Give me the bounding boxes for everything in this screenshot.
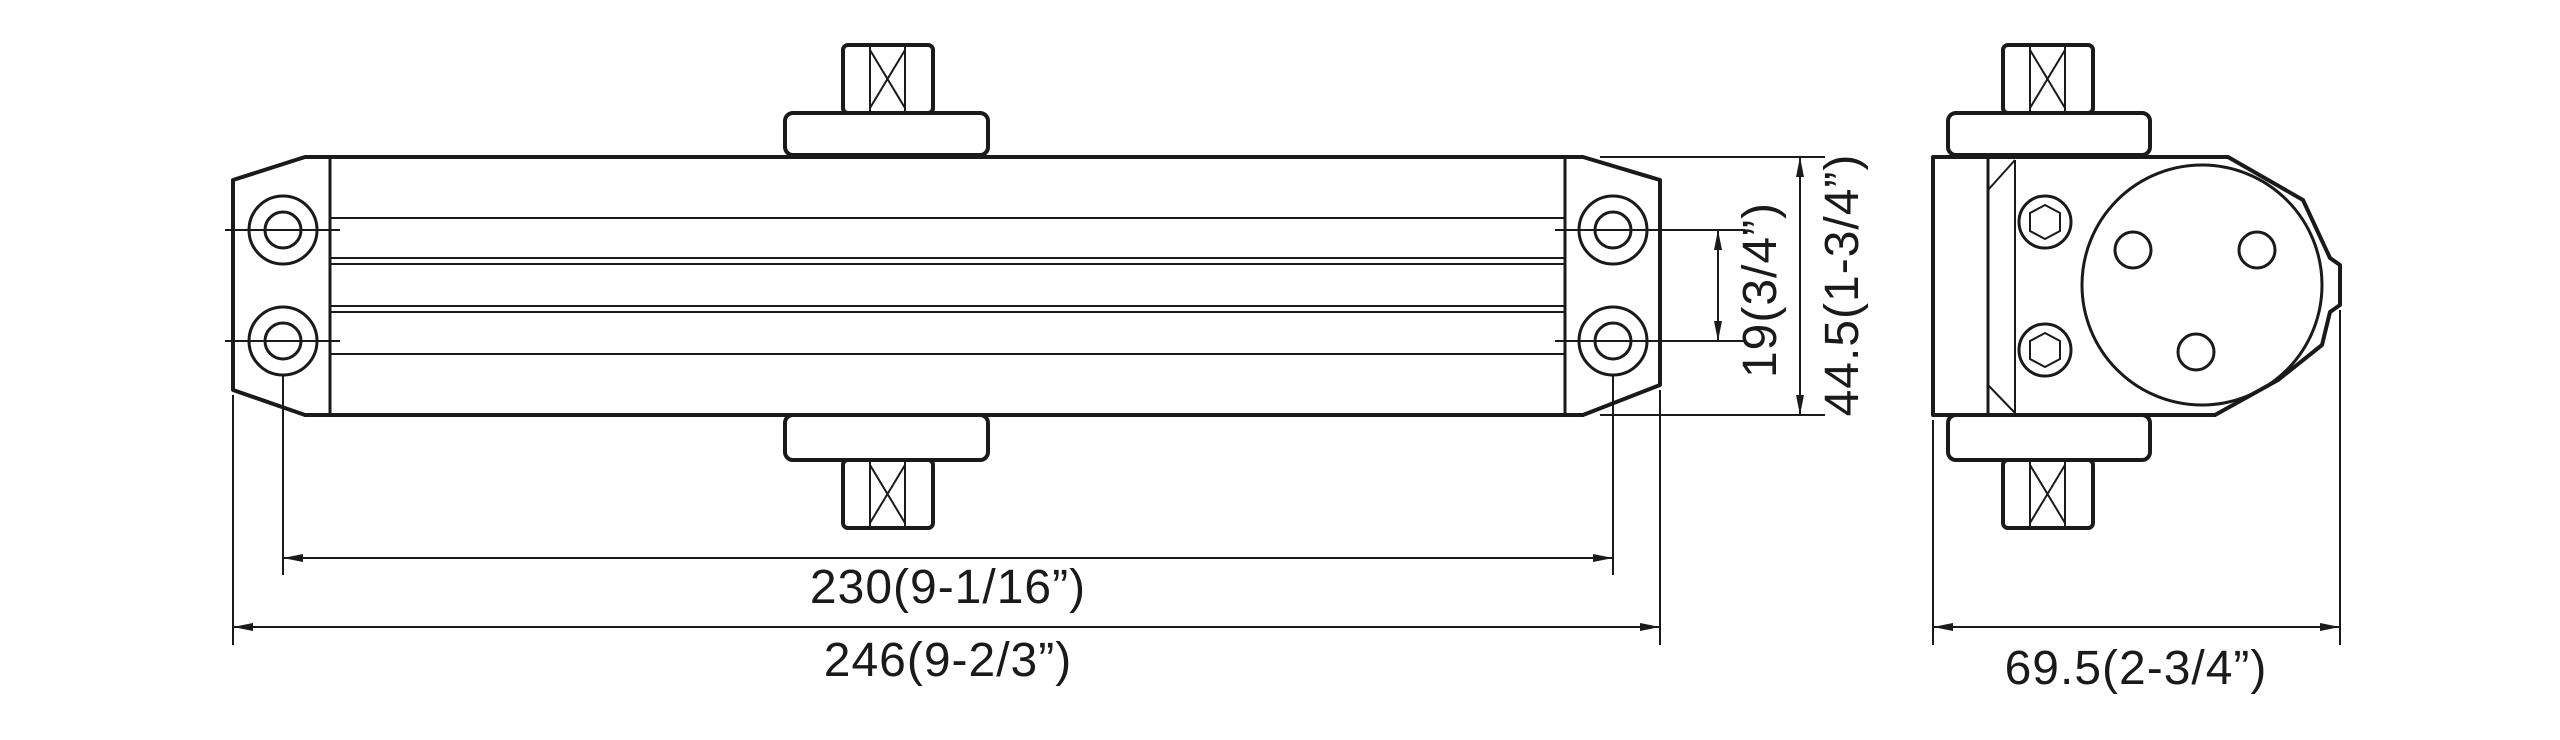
side-dimensions: 69.5(2-3/4”) bbox=[1932, 310, 2341, 695]
body-grooves bbox=[330, 217, 1565, 355]
bottom-pinion bbox=[783, 413, 990, 530]
side-width-label: 69.5(2-3/4”) bbox=[2005, 642, 2268, 695]
hole-pitch-label: 19(3/4”) bbox=[1734, 202, 1787, 378]
front-dimensions: 230(9-1/16”) 246(9-2/3”) 19(3/4”) 44.5(1… bbox=[232, 154, 1869, 687]
top-pinion bbox=[783, 43, 990, 157]
side-bottom-pinion bbox=[1946, 413, 2152, 530]
hex-bolt-lower-icon bbox=[2017, 322, 2073, 378]
side-top-pinion bbox=[1946, 43, 2152, 157]
body-height-label: 44.5(1-3/4”) bbox=[1816, 154, 1869, 417]
pinion-face bbox=[2080, 163, 2324, 407]
closer-body-outline bbox=[231, 155, 1662, 417]
side-body-outline bbox=[1931, 155, 2342, 417]
hole-spacing-label: 230(9-1/16”) bbox=[810, 561, 1086, 614]
overall-length-label: 246(9-2/3”) bbox=[824, 634, 1072, 687]
front-view bbox=[225, 43, 1670, 530]
hex-bolt-upper-icon bbox=[2017, 194, 2073, 250]
mounting-holes bbox=[225, 194, 1670, 377]
side-view bbox=[1931, 43, 2342, 530]
